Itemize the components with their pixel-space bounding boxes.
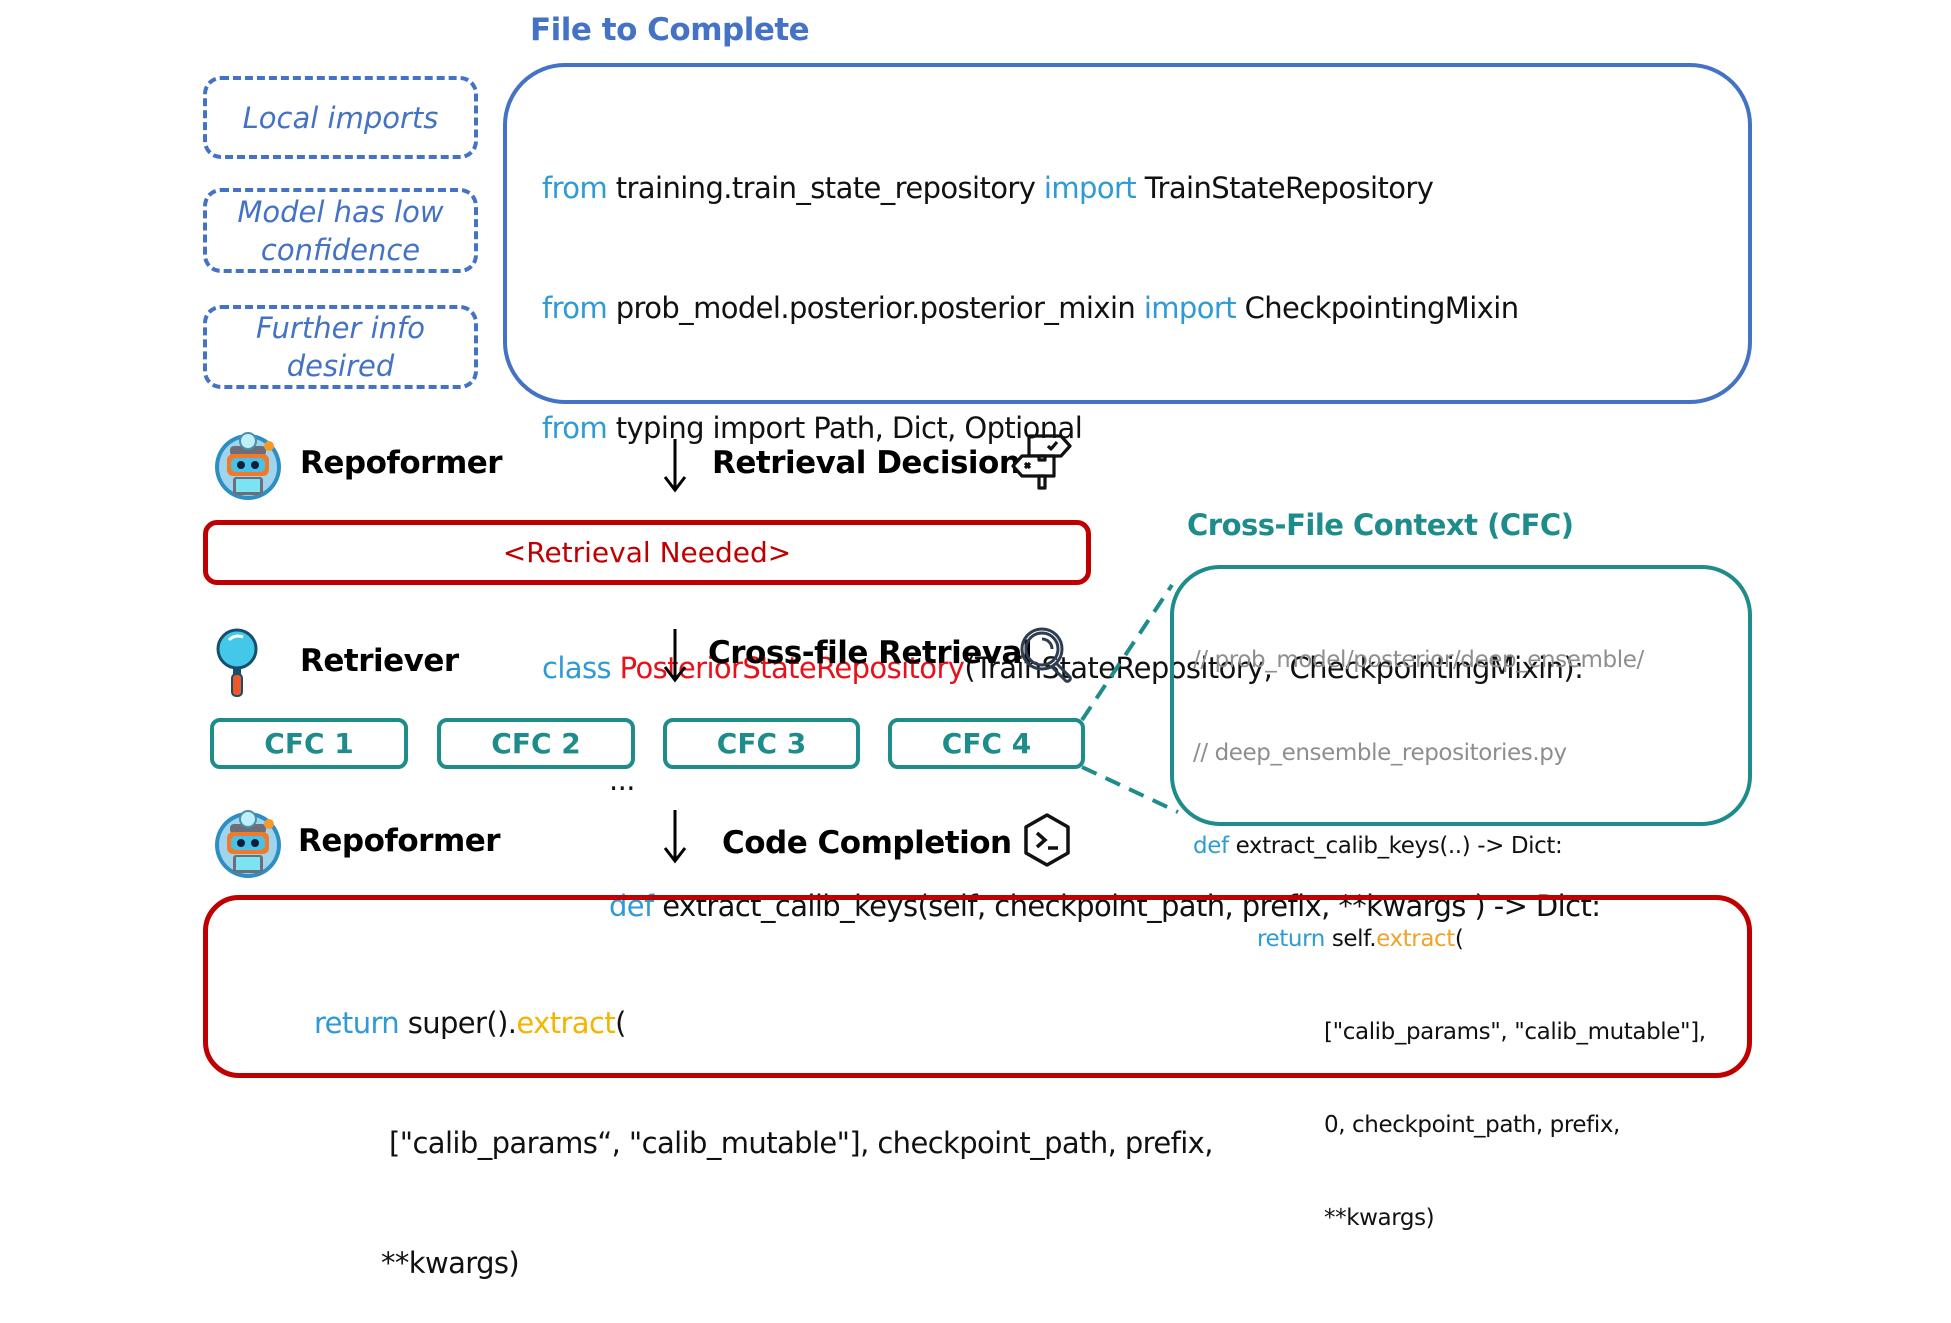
- code-token: **kwargs): [381, 1246, 520, 1280]
- code-line: from prob_model.posterior.posterior_mixi…: [542, 288, 1600, 328]
- code-line: // deep_ensemble_repositories.py: [1193, 738, 1706, 769]
- code-line: from typing import Path, Dict, Optional: [542, 408, 1600, 448]
- code-keyword: def: [1193, 833, 1236, 859]
- retrieval-needed-text: <Retrieval Needed>: [502, 536, 792, 569]
- cfc-chip-label: CFC 4: [941, 727, 1032, 760]
- code-token: 0, checkpoint_path, prefix,: [1324, 1112, 1620, 1138]
- code-token: TrainStateRepository: [1144, 171, 1434, 205]
- code-line: return self.extract(: [1193, 924, 1706, 955]
- code-keyword: def: [609, 889, 663, 923]
- cfc-chip-label: CFC 3: [716, 727, 807, 760]
- trigger-low-confidence: Model has low confidence: [203, 188, 478, 273]
- retrieval-needed-box: <Retrieval Needed>: [203, 520, 1091, 585]
- code-keyword: import: [1143, 291, 1245, 325]
- code-keyword: return: [1257, 926, 1332, 952]
- code-token: extract_calib_keys(..) -> Dict:: [1235, 833, 1563, 859]
- cfc-chip-label: CFC 1: [264, 727, 354, 760]
- cfc-connector-lines: [1080, 583, 1179, 814]
- connector-line-top: [1080, 583, 1174, 722]
- arrow-down-icon: [663, 808, 687, 864]
- code-function: extract: [516, 1006, 616, 1040]
- code-token: training.train_state_repository: [615, 171, 1044, 205]
- code-token: typing import Path, Dict, Optional: [615, 411, 1083, 445]
- cfc-chip-2[interactable]: CFC 2: [437, 718, 635, 769]
- cfc-chip-label: CFC 2: [491, 727, 581, 760]
- signpost-icon: [1010, 432, 1072, 494]
- code-keyword: import: [1043, 171, 1145, 205]
- code-line: ["calib_params", "calib_mutable"],: [1193, 1017, 1706, 1048]
- cross-file-retrieval-label: Cross-file Retrieval: [708, 635, 1033, 671]
- code-line: def extract_calib_keys(self, checkpoint_…: [542, 886, 1601, 926]
- repoformer-robot-icon: [213, 808, 283, 880]
- code-token: **kwargs): [1324, 1205, 1435, 1231]
- code-token: (: [615, 1006, 626, 1040]
- code-keyword: from: [542, 291, 616, 325]
- retriever-label: Retriever: [300, 643, 459, 679]
- magnifier-icon: [1018, 625, 1076, 685]
- arrow-down-icon: [663, 627, 687, 683]
- trigger-label: Model has low confidence: [237, 194, 444, 267]
- code-token: prob_model.posterior.posterior_mixin: [615, 291, 1144, 325]
- code-function: extract: [1376, 926, 1455, 952]
- cfc-title: Cross-File Context (CFC): [1187, 508, 1574, 542]
- cfc-box: [1170, 565, 1752, 826]
- code-keyword: from: [542, 411, 616, 445]
- code-token: self.: [1331, 926, 1377, 952]
- code-line: return super().extract(: [314, 1003, 1213, 1043]
- code-line: **kwargs): [314, 1243, 1213, 1283]
- code-line: 0, checkpoint_path, prefix,: [1193, 1110, 1706, 1141]
- code-completion-label: Code Completion: [722, 825, 1012, 861]
- code-token: (: [1454, 926, 1464, 952]
- retriever-magnifier-icon: [215, 628, 259, 698]
- code-line: def extract_calib_keys(..) -> Dict:: [1193, 831, 1706, 862]
- code-token: extract_calib_keys(self, checkpoint_path…: [662, 889, 1601, 923]
- code-keyword: return: [314, 1006, 408, 1040]
- repoformer-robot-icon: [213, 430, 283, 502]
- trigger-further-info: Further info desired: [203, 305, 478, 389]
- file-to-complete-title: File to Complete: [530, 12, 810, 48]
- completion-output-box: [203, 895, 1752, 1078]
- file-code-block: from training.train_state_repository imp…: [542, 88, 1601, 966]
- trigger-label: Further info desired: [256, 311, 425, 383]
- code-token: ["calib_params", "calib_mutable"],: [1324, 1019, 1706, 1045]
- code-keyword: class: [542, 651, 620, 685]
- cfc-chip-1[interactable]: CFC 1: [210, 718, 408, 769]
- code-line: ["calib_params“, "calib_mutable"], check…: [314, 1123, 1213, 1163]
- terminal-icon: [1022, 812, 1072, 868]
- trigger-local-imports: Local imports: [203, 76, 478, 159]
- trigger-label: Local imports: [242, 100, 439, 135]
- code-comment: // prob_model/posterior/deep_ensemble/: [1193, 647, 1644, 673]
- cfc-chip-3[interactable]: CFC 3: [663, 718, 860, 769]
- code-line: // prob_model/posterior/deep_ensemble/: [1193, 645, 1706, 676]
- code-keyword: from: [542, 171, 616, 205]
- cfc-chip-4[interactable]: CFC 4: [888, 718, 1085, 769]
- code-token: ...: [609, 763, 635, 797]
- code-token: ["calib_params“, "calib_mutable"], check…: [389, 1126, 1213, 1160]
- file-to-complete-box: [503, 63, 1752, 404]
- code-line: **kwargs): [1193, 1203, 1706, 1234]
- retrieval-decision-label: Retrieval Decision: [712, 445, 1021, 481]
- code-token: (TrainStateRepository, CheckpointingMixi…: [964, 651, 1584, 685]
- code-line: class PosteriorStateRepository(TrainStat…: [542, 648, 1600, 688]
- repoformer-label: Repoformer: [300, 445, 503, 481]
- arrow-down-icon: [663, 437, 687, 493]
- code-token: super().: [407, 1006, 517, 1040]
- code-line: from training.train_state_repository imp…: [542, 168, 1600, 208]
- connector-line-bottom: [1081, 765, 1179, 814]
- code-token: CheckpointingMixin: [1244, 291, 1519, 325]
- repoformer-label: Repoformer: [298, 823, 501, 859]
- code-line: ...: [542, 766, 1600, 795]
- code-comment: // deep_ensemble_repositories.py: [1193, 740, 1567, 766]
- completion-code-block: return super().extract( ["calib_params“,…: [314, 923, 1213, 1323]
